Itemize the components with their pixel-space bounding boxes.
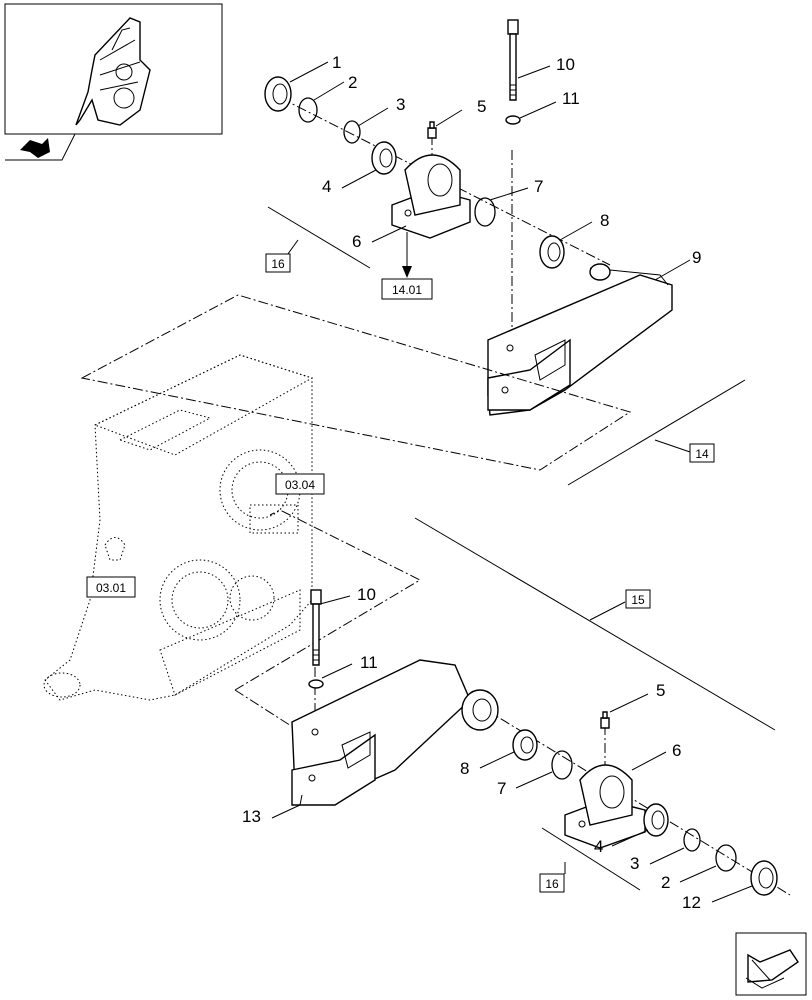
bottom-bearing-assembly (291, 589, 791, 896)
callout-12-bottom: 12 (682, 893, 701, 912)
ref-14[interactable]: 14 (689, 443, 715, 463)
callout-6-bottom: 6 (672, 741, 681, 760)
ref-03-04[interactable]: 03.04 (275, 473, 325, 495)
callout-5-bottom: 5 (656, 681, 665, 700)
callout-13-bottom: 13 (242, 807, 261, 826)
callout-10-top: 10 (556, 55, 575, 74)
svg-text:14: 14 (695, 447, 709, 461)
previous-page-arrow-icon[interactable] (5, 133, 76, 161)
callout-10-bottom: 10 (357, 585, 376, 604)
top-bearing-assembly (264, 19, 673, 416)
callout-6-top: 6 (352, 232, 361, 251)
callout-8-bottom: 8 (460, 759, 469, 778)
bottom-reference-frame (234, 509, 422, 691)
callout-7-top: 7 (534, 177, 543, 196)
ref-15[interactable]: 15 (625, 589, 651, 609)
ref-16-top[interactable]: 16 (265, 253, 291, 273)
svg-text:16: 16 (271, 257, 285, 271)
svg-text:15: 15 (631, 593, 645, 607)
callout-1-top: 1 (332, 53, 341, 72)
assembly-thumbnail-icon[interactable] (4, 3, 223, 135)
callout-2-bottom: 2 (661, 873, 670, 892)
svg-text:16: 16 (545, 877, 559, 891)
ref-14-01[interactable]: 14.01 (381, 278, 433, 300)
callout-4-top: 4 (322, 177, 331, 196)
svg-text:03.04: 03.04 (285, 478, 315, 492)
callout-4-bottom: 4 (594, 837, 603, 856)
gearbox-housing (43, 354, 314, 701)
callout-7-bottom: 7 (497, 779, 506, 798)
callout-11-bottom: 11 (360, 653, 378, 672)
callout-3-top: 3 (396, 95, 405, 114)
svg-text:14.01: 14.01 (392, 283, 422, 297)
callout-11-top: 11 (562, 89, 580, 108)
callout-9-top: 9 (692, 248, 701, 267)
callout-numbers: 1 2 3 4 5 6 7 8 9 10 11 10 11 5 6 8 7 4 … (242, 53, 701, 912)
next-page-arrow-icon[interactable] (735, 932, 807, 996)
callout-5-top: 5 (477, 97, 486, 116)
top-reference-frame (80, 294, 632, 471)
ref-16-bottom[interactable]: 16 (539, 873, 565, 893)
callout-2-top: 2 (348, 73, 357, 92)
reference-boxes: 14.01 03.04 03.01 16 14 15 16 (86, 253, 715, 893)
callout-8-top: 8 (600, 211, 609, 230)
svg-text:03.01: 03.01 (96, 581, 126, 595)
ref-03-01[interactable]: 03.01 (86, 576, 136, 598)
leader-lines (267, 61, 776, 903)
callout-3-bottom: 3 (630, 854, 639, 873)
